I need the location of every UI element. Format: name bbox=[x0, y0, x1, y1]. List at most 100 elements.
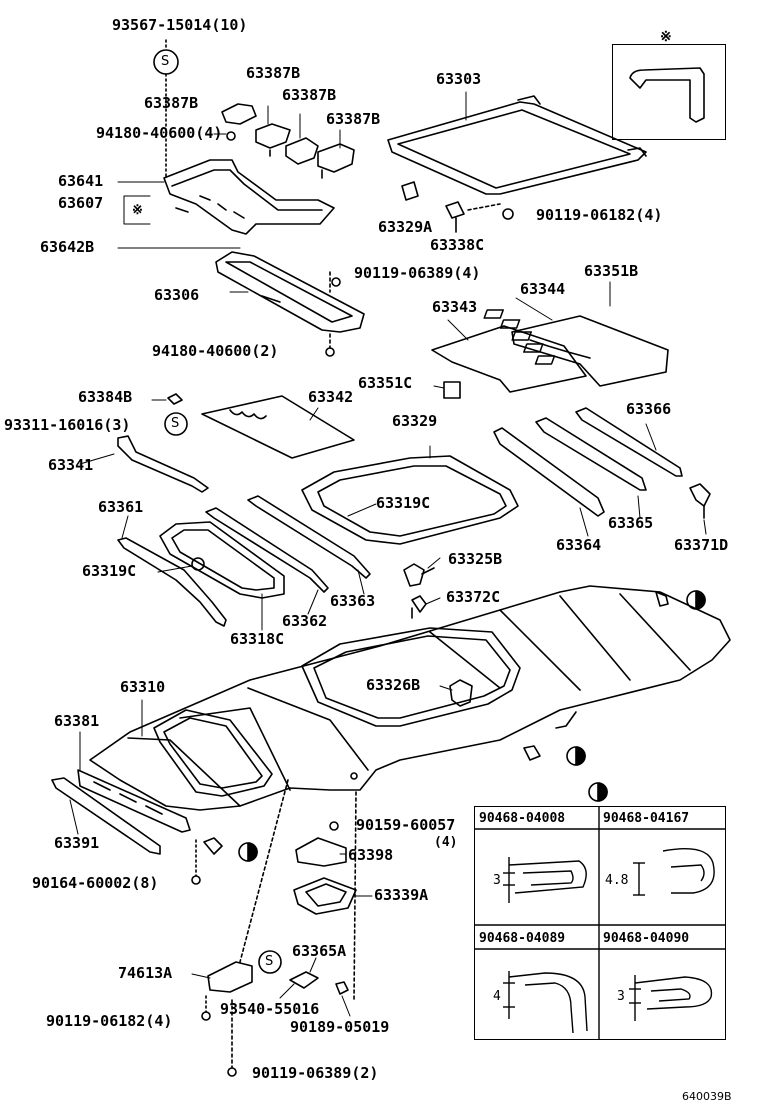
label-63342: 63342 bbox=[308, 388, 354, 406]
clip-part-3: 90468-04089 bbox=[479, 931, 566, 946]
label-63325B: 63325B bbox=[448, 550, 503, 568]
label-90119-06389-4: 90119-06389(4) bbox=[354, 264, 481, 282]
strip-63364 bbox=[493, 427, 605, 517]
label-63365A: 63365A bbox=[292, 942, 347, 960]
screw-letter-93311: S bbox=[171, 416, 180, 431]
label-63303: 63303 bbox=[436, 70, 482, 88]
label-63329: 63329 bbox=[392, 412, 438, 430]
label-63642B: 63642B bbox=[40, 238, 95, 256]
part-63338C bbox=[445, 201, 465, 233]
label-63387B-d: 63387B bbox=[326, 110, 381, 128]
clip-drawing-04008 bbox=[503, 857, 587, 903]
clip-drawing-04090 bbox=[629, 975, 713, 1021]
label-63391: 63391 bbox=[54, 834, 100, 852]
clip-63371D bbox=[689, 483, 711, 519]
screw-90119-06182-top bbox=[502, 208, 514, 220]
asterisk-box-mark: ※ bbox=[660, 29, 672, 45]
clip-drawing-04089 bbox=[503, 971, 588, 1034]
label-63344: 63344 bbox=[520, 280, 566, 298]
label-63364: 63364 bbox=[556, 536, 602, 554]
rail-assembly-63641 bbox=[163, 159, 335, 235]
label-63366: 63366 bbox=[626, 400, 672, 418]
clip-dim-3: 4 bbox=[493, 989, 501, 1004]
bracket-63387B-4 bbox=[317, 143, 355, 179]
label-90119-06182-4-top: 90119-06182(4) bbox=[536, 206, 663, 224]
screw-symbol-93540 bbox=[258, 950, 319, 989]
label-90119-06182-4-bottom: 90119-06182(4) bbox=[46, 1012, 173, 1030]
strip-63366 bbox=[575, 407, 683, 477]
label-63329A: 63329A bbox=[378, 218, 433, 236]
label-asterisk-63607: ※ bbox=[132, 203, 143, 218]
asterisk-detail bbox=[629, 67, 705, 123]
label-63326B: 63326B bbox=[366, 676, 421, 694]
label-63338C: 63338C bbox=[430, 236, 485, 254]
label-63398: 63398 bbox=[348, 846, 394, 864]
clip-symbol-middle bbox=[523, 745, 586, 766]
lamp-cover-63339A bbox=[293, 877, 357, 915]
label-63306: 63306 bbox=[154, 286, 200, 304]
label-90159-60057: 90159-60057 bbox=[356, 816, 456, 834]
label-63387B-a: 63387B bbox=[246, 64, 301, 82]
clip-part-1: 90468-04008 bbox=[479, 811, 566, 826]
strip-63362 bbox=[205, 507, 329, 593]
clip-part-4: 90468-04090 bbox=[603, 931, 690, 946]
clip-63372C bbox=[411, 595, 427, 619]
label-63351B: 63351B bbox=[584, 262, 639, 280]
label-94180-40600-4: 94180-40600(4) bbox=[96, 124, 223, 142]
label-63365: 63365 bbox=[608, 514, 654, 532]
screw-90164 bbox=[191, 839, 201, 885]
clip-dim-2: 4.8 bbox=[605, 873, 629, 888]
clip-legend-grid bbox=[475, 807, 725, 1039]
label-63363: 63363 bbox=[330, 592, 376, 610]
clip-part-2: 90468-04167 bbox=[603, 811, 690, 826]
asterisk-detail-box bbox=[612, 44, 726, 140]
clip-63325B bbox=[403, 563, 435, 587]
label-63361: 63361 bbox=[98, 498, 144, 516]
bracket-63387B-2 bbox=[255, 123, 291, 157]
clip-dim-4: 3 bbox=[617, 989, 625, 1004]
label-63372C: 63372C bbox=[446, 588, 501, 606]
sunroof-glass-63303 bbox=[387, 95, 647, 195]
clip-legend-table: 90468-04008 90468-04167 90468-04089 9046… bbox=[474, 806, 726, 1040]
bracket-63387B-3 bbox=[285, 137, 319, 165]
figure-id: 640039B bbox=[682, 1090, 732, 1103]
label-90164-60002-8: 90164-60002(8) bbox=[32, 874, 159, 892]
frame-63318C bbox=[159, 521, 285, 599]
strip-63361 bbox=[117, 537, 227, 627]
clip-symbol-right bbox=[655, 590, 706, 610]
sunshade-63306 bbox=[215, 251, 365, 357]
label-63310: 63310 bbox=[120, 678, 166, 696]
label-63339A: 63339A bbox=[374, 886, 429, 904]
clip-dim-1: 3 bbox=[493, 873, 501, 888]
strip-63381 bbox=[77, 769, 191, 833]
leader-lines bbox=[69, 91, 707, 1017]
strip-63363 bbox=[247, 495, 371, 579]
label-93311-16016-3: 93311-16016(3) bbox=[4, 416, 131, 434]
block-63351C bbox=[443, 381, 461, 399]
frame-63329 bbox=[301, 455, 519, 545]
lamp-bracket-63398 bbox=[295, 821, 347, 867]
screw-symbol-93311 bbox=[164, 393, 188, 436]
clip-symbol-left bbox=[203, 837, 258, 862]
label-63384B: 63384B bbox=[78, 388, 133, 406]
screw-symbol-top bbox=[153, 39, 179, 177]
pad-63342 bbox=[201, 395, 355, 459]
label-63351C: 63351C bbox=[358, 374, 413, 392]
label-63371D: 63371D bbox=[674, 536, 729, 554]
strip-63365 bbox=[535, 417, 647, 491]
screw-90189 bbox=[335, 981, 349, 995]
label-63341: 63341 bbox=[48, 456, 94, 474]
label-63641: 63641 bbox=[58, 172, 104, 190]
label-93567-15014: 93567-15014(10) bbox=[112, 16, 248, 34]
label-63362: 63362 bbox=[282, 612, 328, 630]
label-63343: 63343 bbox=[432, 298, 478, 316]
label-63319C-a: 63319C bbox=[376, 494, 431, 512]
label-63319C-b: 63319C bbox=[82, 562, 137, 580]
bracket-74613A bbox=[201, 961, 253, 1021]
screw-letter-top: S bbox=[161, 54, 170, 69]
bracket-63387B-1 bbox=[221, 103, 257, 141]
label-90189-05019: 90189-05019 bbox=[290, 1018, 390, 1036]
label-74613A: 74613A bbox=[118, 964, 173, 982]
screw-90119-06389-bottom bbox=[227, 1067, 237, 1077]
strip-63391 bbox=[51, 777, 161, 855]
